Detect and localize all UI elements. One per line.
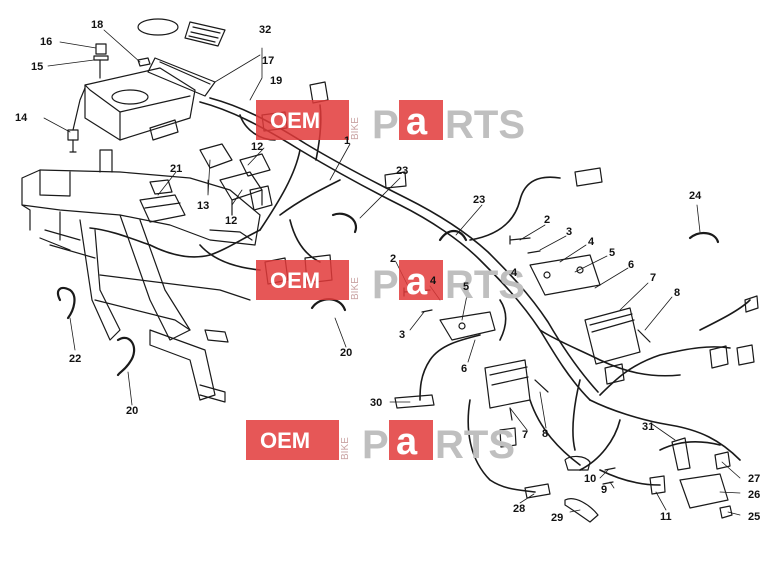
callout-4-upper: 4 [588, 236, 595, 248]
callout-14: 14 [15, 112, 28, 124]
callout-10: 10 [584, 473, 596, 485]
callout-15: 15 [31, 61, 43, 73]
callout-23-left: 23 [396, 165, 408, 177]
callout-8-lower: 8 [542, 428, 548, 440]
watermark-a-badge [399, 260, 443, 300]
watermark-3: OEM BIKE P a RTS [246, 420, 515, 467]
callout-7-lower: 7 [522, 429, 528, 441]
callout-8-upper: 8 [674, 287, 680, 299]
watermark-2: OEM BIKE P a RTS [256, 260, 525, 307]
callout-30: 30 [370, 397, 382, 409]
watermark-p-text: P [372, 263, 399, 307]
watermark-oem-badge [246, 420, 339, 460]
watermark-a-text: a [396, 421, 418, 463]
callout-29: 29 [551, 512, 563, 524]
watermark-a-text: a [406, 101, 428, 143]
callout-23-right: 23 [473, 194, 485, 206]
callout-4-mid: 4 [511, 267, 518, 279]
coil-7 [484, 359, 531, 421]
callout-32: 32 [259, 24, 271, 36]
callout-11: 11 [660, 511, 672, 523]
callout-27: 27 [748, 473, 760, 485]
watermark-a-badge [399, 100, 443, 140]
regulator-21 [139, 194, 186, 223]
leader-lines [43, 29, 741, 516]
watermark-oem-badge [256, 100, 349, 140]
callout-31: 31 [642, 421, 654, 433]
frame-assembly [21, 149, 261, 403]
sensor-14 [67, 87, 86, 153]
callout-12-top: 12 [251, 141, 263, 153]
callout-3-lower: 3 [399, 329, 405, 341]
callout-26: 26 [748, 489, 760, 501]
callout-20-right: 20 [340, 347, 352, 359]
watermark-oem-badge [256, 260, 349, 300]
watermark-bike-text: BIKE [350, 277, 361, 300]
callout-21: 21 [170, 163, 182, 175]
watermark-rts-text: RTS [445, 263, 525, 307]
watermark-bike-text: BIKE [350, 117, 361, 140]
callout-4-lower: 4 [430, 275, 437, 287]
watermark-p-text: P [362, 423, 389, 467]
callout-9: 9 [601, 484, 607, 496]
callout-5-lower: 5 [463, 281, 469, 293]
relays [199, 143, 273, 216]
ecu-7 [584, 307, 641, 365]
callout-20-left: 20 [126, 405, 138, 417]
callout-28: 28 [513, 503, 525, 515]
watermark-1: OEM BIKE P a RTS [256, 100, 525, 147]
bolts [403, 235, 651, 393]
callout-24: 24 [689, 190, 702, 202]
watermark-oem-text: OEM [270, 108, 320, 133]
callout-1: 1 [344, 135, 350, 147]
callout-3-upper: 3 [566, 226, 572, 238]
watermark-a-badge [389, 420, 433, 460]
callout-25: 25 [748, 511, 760, 523]
sensors-bottom [394, 394, 733, 523]
callout-2-lower: 2 [390, 253, 396, 265]
watermark-rts-text: RTS [445, 103, 525, 147]
watermark-bike-text: BIKE [340, 437, 351, 460]
callout-19: 19 [270, 75, 282, 87]
electrical-tray [84, 57, 216, 141]
small-parts-top [93, 18, 226, 79]
callout-6-upper: 6 [628, 259, 634, 271]
callout-12-bottom: 12 [225, 215, 237, 227]
callout-16: 16 [40, 36, 52, 48]
callout-22: 22 [69, 353, 81, 365]
watermark-rts-text: RTS [435, 423, 515, 467]
callout-13: 13 [197, 200, 209, 212]
watermark-oem-text: OEM [270, 268, 320, 293]
callout-labels: 18 32 16 15 17 19 14 1 12 21 13 12 23 23… [15, 19, 760, 524]
watermark-a-text: a [406, 261, 428, 303]
callout-18: 18 [91, 19, 103, 31]
callout-2-upper: 2 [544, 214, 550, 226]
callout-5-upper: 5 [609, 247, 615, 259]
callout-6-lower: 6 [461, 363, 467, 375]
callout-17: 17 [262, 55, 274, 67]
watermark-p-text: P [372, 103, 399, 147]
watermark-oem-text: OEM [260, 428, 310, 453]
callout-7-upper: 7 [650, 272, 656, 284]
